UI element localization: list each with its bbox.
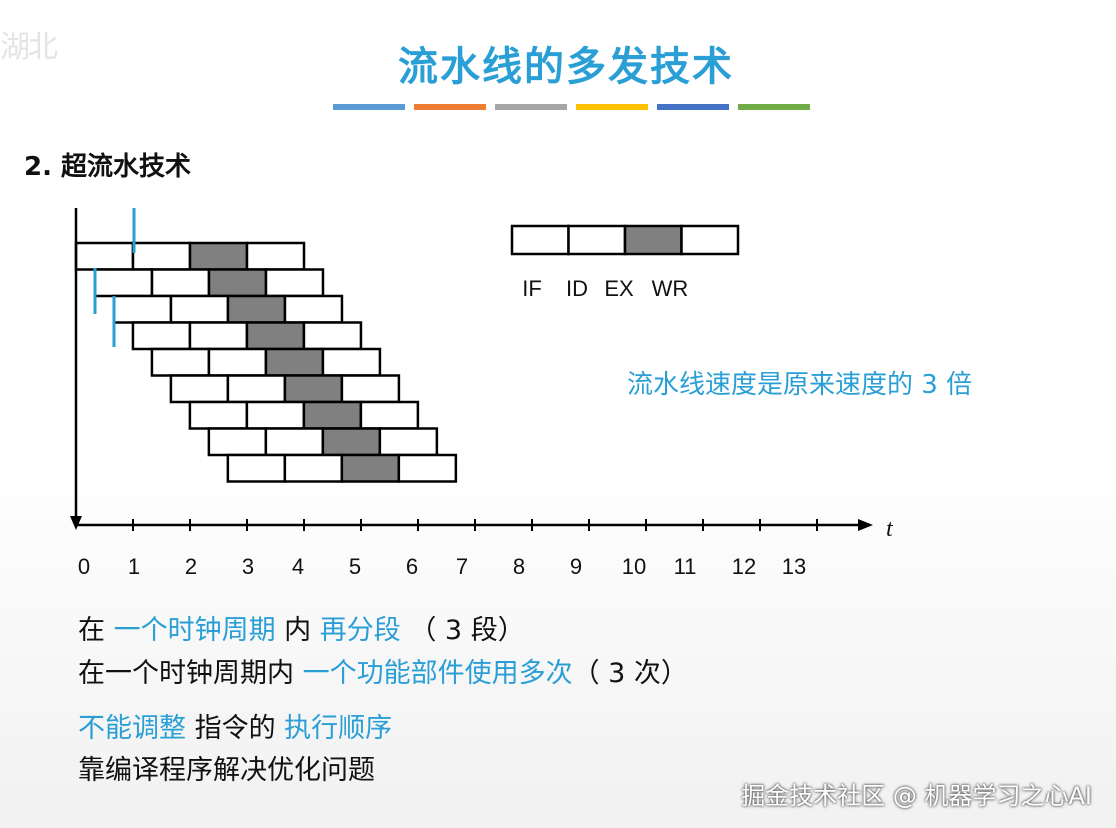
slide-title: 流水线的多发技术 [398, 44, 734, 90]
x-tick-label: 7 [456, 554, 468, 579]
pipeline-stage-box-id [207, 347, 268, 377]
legend-stage-box-wr [680, 224, 740, 256]
note-line-2-highlight: 一个功能部件使用多次 [302, 658, 573, 689]
x-tick-label: 11 [674, 554, 697, 579]
note-line-1-text: 在 [78, 615, 114, 646]
note-line-3-highlight: 执行顺序 [284, 713, 393, 744]
pipeline-stage-box-if [188, 400, 249, 430]
pipeline-stage-box-id [188, 321, 249, 351]
x-tick-label: 2 [185, 554, 197, 579]
note-line-1-highlight: 一个时钟周期 [113, 615, 276, 646]
pipeline-stage-box-wr [378, 427, 439, 457]
note-line-2: 在一个时钟周期内 一个功能部件使用多次（ 3 次） [78, 651, 688, 690]
pipeline-stage-box-id [226, 374, 287, 404]
pipeline-stage-box-wr [264, 268, 325, 298]
x-tick-label: 6 [406, 554, 418, 579]
legend-stage-box-id [567, 224, 627, 256]
legend-label-id: ID [566, 276, 588, 301]
pipeline-stage-box-id [131, 241, 192, 271]
title-color-bar [495, 104, 567, 110]
pipeline-stage-box-ex [321, 427, 382, 457]
note-line-2-text: 在一个时钟周期内 [78, 658, 303, 689]
note-line-1-highlight: 再分段 [319, 615, 401, 646]
title-color-bar [333, 104, 405, 110]
pipeline-stage-box-ex [188, 241, 249, 271]
pipeline-stage-box-wr [245, 241, 306, 271]
x-tick-label: 1 [128, 554, 140, 579]
pipeline-stage-box-ex [302, 400, 363, 430]
pipeline-stage-box-if [226, 453, 287, 483]
x-tick-label: 10 [622, 554, 646, 579]
stage-legend: IF ID EX WR [510, 224, 740, 301]
x-tick-label: 9 [570, 554, 582, 579]
legend-label-wr: WR [652, 276, 689, 301]
note-line-3: 不能调整 指令的 执行顺序 [78, 706, 392, 745]
logo-watermark: 湖北 [0, 30, 58, 65]
pipeline-stage-box-ex [245, 321, 306, 351]
pipeline-stage-box-id [264, 427, 325, 457]
pipeline-stage-box-if [112, 294, 173, 324]
y-axis-arrowhead [70, 516, 82, 530]
legend-label-ex: EX [604, 276, 634, 301]
x-tick-label: 13 [782, 554, 806, 579]
note-line-3-text: 指令的 [186, 713, 285, 744]
pipeline-stage-box-id [169, 294, 230, 324]
note-line-1: 在 一个时钟周期 内 再分段 （ 3 段） [78, 608, 525, 647]
x-tick-label: 8 [513, 554, 525, 579]
title-color-bar [657, 104, 729, 110]
x-tick-label: 4 [292, 554, 304, 579]
legend-stage-box-ex [623, 224, 683, 256]
pipeline-stage-box-if [169, 374, 230, 404]
pipeline-stage-box-ex [207, 268, 268, 298]
pipeline-stage-box-if [150, 347, 211, 377]
pipeline-stage-box-id [245, 400, 306, 430]
title-color-bar [576, 104, 648, 110]
speed-note-suffix: 倍 [937, 370, 973, 400]
pipeline-stage-box-if [207, 427, 268, 457]
pipeline-stage-box-wr [302, 321, 363, 351]
pipeline-stage-box-id [283, 453, 344, 483]
pipeline-stage-box-wr [340, 374, 401, 404]
speed-note-factor: 3 [921, 370, 938, 400]
pipeline-rows [74, 208, 458, 483]
section-heading: 2. 超流水技术 [24, 152, 192, 182]
x-tick-label: 5 [349, 554, 361, 579]
x-tick-label: 12 [732, 554, 756, 579]
legend-label-if: IF [522, 276, 542, 301]
pipeline-stage-box-ex [283, 374, 344, 404]
note-line-3-highlight: 不能调整 [78, 713, 186, 744]
pipeline-stage-box-if [131, 321, 192, 351]
note-line-1-text: 内 [275, 615, 320, 646]
pipeline-stage-box-if [93, 268, 154, 298]
pipeline-stage-box-if [74, 241, 135, 271]
note-line-1-text: （ 3 段） [400, 615, 525, 646]
pipeline-stage-box-ex [340, 453, 401, 483]
speed-note: 流水线速度是原来速度的 3 倍 [627, 364, 972, 401]
pipeline-stage-box-wr [397, 453, 458, 483]
x-axis-label: t [886, 516, 894, 542]
pipeline-stage-box-id [150, 268, 211, 298]
pipeline-stage-box-wr [283, 294, 344, 324]
title-color-bar [738, 104, 810, 110]
x-axis-arrowhead [858, 519, 873, 531]
pipeline-stage-box-wr [359, 400, 420, 430]
note-line-4: 靠编译程序解决优化问题 [78, 748, 375, 787]
note-line-2-text: （ 3 次） [572, 658, 688, 689]
legend-stage-box-if [510, 224, 570, 256]
footer-credit: 掘金技术社区 @ 机器学习之心AI [741, 782, 1092, 810]
speed-note-prefix: 流水线速度是原来速度的 [627, 370, 922, 400]
note-line-4-text: 靠编译程序解决优化问题 [78, 755, 375, 786]
x-tick-label: 0 [78, 554, 90, 579]
x-tick-label: 3 [242, 554, 254, 579]
pipeline-stage-box-wr [321, 347, 382, 377]
pipeline-stage-box-ex [264, 347, 325, 377]
title-color-bar [414, 104, 486, 110]
pipeline-stage-box-ex [226, 294, 287, 324]
